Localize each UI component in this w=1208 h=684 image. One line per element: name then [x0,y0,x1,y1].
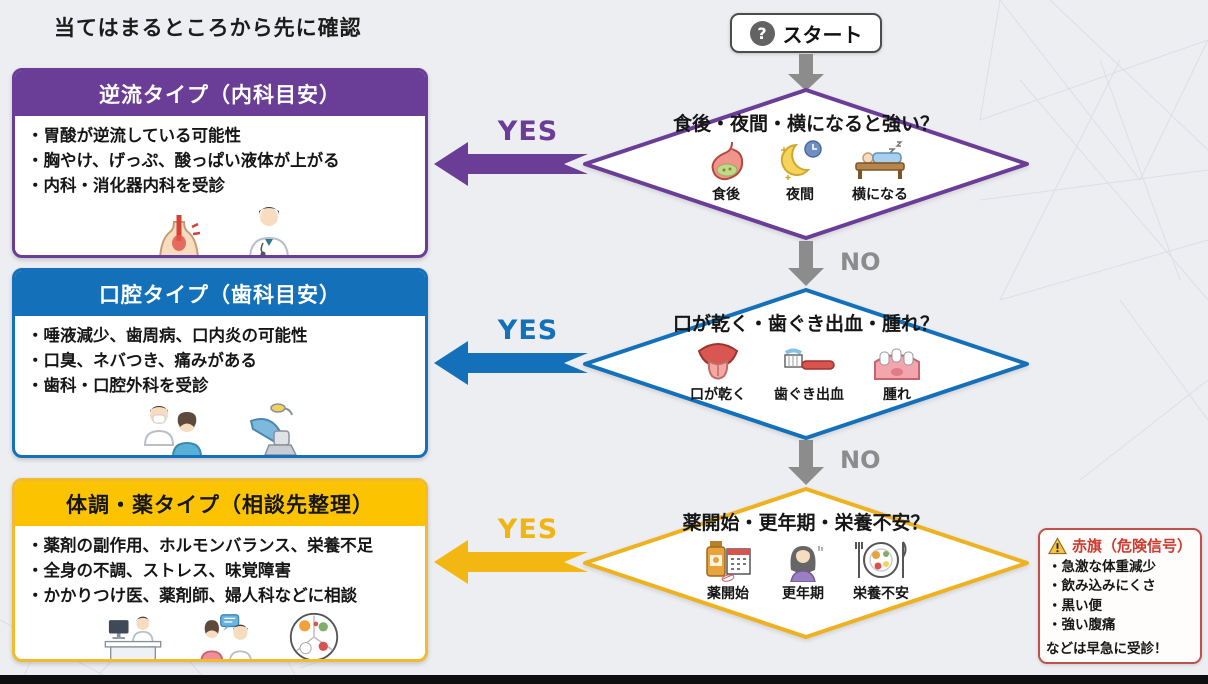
option-lying-down: 横になる [852,139,908,204]
bullet-item: ・内科・消化器内科を受診 [27,175,225,195]
oral-type-box: 口腔タイプ（歯科目安） ・唾液減少、歯周病、口内炎の可能性 ・口臭、ネバつき、痛… [12,268,428,458]
no-arrow-1 [788,241,824,286]
option-gum-bleeding: 歯ぐき出血 [774,345,844,404]
diamond-reflux-shape [583,88,1029,240]
medication-calendar-icon [706,541,751,582]
night-moon-clock-icon [780,140,822,180]
bullet-item: ・唾液減少、歯周病、口内炎の可能性 [27,326,308,345]
bullet-item: ・胸やけ、げっぷ、酸っぱい液体が上がる [27,150,340,170]
nutrition-plate-icon [855,541,907,578]
red-flag-item: ・強い腹痛 [1048,617,1116,634]
diamond-question: 口が乾く・歯ぐき出血・腫れ？ [672,313,939,335]
yes-label: YES [497,116,559,147]
no-label: NO [840,248,881,276]
reflux-type-title: 逆流タイプ（内科目安） [15,71,425,116]
red-flag-item: ・急激な体重減少 [1048,559,1156,575]
no-arrow-2 [788,440,824,485]
start-label: スタート [782,22,863,47]
diamond-oral-content: 口が乾く・歯ぐき出血・腫れ？ 口が乾く 歯ぐき出血 [582,287,1030,441]
bullet-item: ・歯科・口腔外科を受診 [27,375,209,395]
diamond-question: 薬開始・更年期・栄養不安？ [682,512,930,534]
doctor-consult-icon [200,614,252,659]
red-flag-title-row: 赤旗（危険信号） [1040,530,1200,558]
lying-bed-icon [855,141,905,179]
page-title: 当てはまるところから先に確認 [54,16,362,40]
reflux-type-box: 逆流タイプ（内科目安） ・胃酸が逆流している可能性 ・胸やけ、げっぷ、酸っぱい液… [12,68,428,258]
option-night: 夜間 [776,139,824,204]
dentist-patient-icon [143,406,202,455]
red-flag-title: 赤旗（危険信号） [1071,537,1192,555]
condition-drug-type-box: 体調・薬タイプ（相談先整理） ・薬剤の副作用、ホルモンバランス、栄養不足 ・全身… [12,478,428,662]
diamond-condition-content: 薬開始・更年期・栄養不安？ 薬開始 [582,486,1030,640]
diamond-question: 食後・夜間・横になると強い？ [672,113,939,135]
bullet-item: ・口臭、ネバつき、痛みがある [27,350,257,370]
bullet-item: ・胃酸が逆流している可能性 [27,126,242,145]
oral-type-body: ・唾液減少、歯周病、口内炎の可能性 ・口臭、ネバつき、痛みがある ・歯科・口腔外… [15,316,425,455]
swollen-gums-icon [874,348,920,380]
option-menopause: 更年期 [781,538,825,603]
red-flag-box: 赤旗（危険信号） ・急激な体重減少 ・飲み込みにくさ ・黒い便 ・強い腹痛 など… [1038,528,1202,664]
bullet-item: ・かかりつけ医、薬剤師、婦人科などに相談 [27,585,358,605]
toothbrush-icon [784,348,835,370]
question-mark-icon: ? [749,20,775,46]
diamond-reflux-content: 食後・夜間・横になると強い？ 食後 夜間 [582,87,1030,241]
bullet-item: ・薬剤の副作用、ホルモンバランス、栄養不足 [27,536,374,555]
condition-drug-title: 体調・薬タイプ（相談先整理） [15,481,425,526]
bullet-item: ・全身の不調、ストレス、味覚障害 [27,560,291,580]
yes-arrow-condition [434,540,588,584]
option-medication-start: 薬開始 [703,538,753,603]
red-flag-item: ・飲み込みにくさ [1048,578,1156,595]
yes-label: YES [497,315,559,346]
throat-reflux-icon [159,215,201,255]
option-dry-mouth: 口が乾く [690,339,746,404]
stomach-icon [711,141,744,181]
oral-type-title: 口腔タイプ（歯科目安） [15,271,425,316]
start-node: ? スタート [730,13,882,53]
pharmacist-counter-icon [104,616,162,659]
meal-plate-icon [289,613,339,659]
red-flag-item: ・黒い便 [1048,597,1102,614]
start-down-arrow [788,54,824,91]
reflux-type-body: ・胃酸が逆流している可能性 ・胸やけ、げっぷ、酸っぱい液体が上がる ・内科・消化… [15,116,425,255]
yes-arrow-oral [434,341,588,385]
menopause-woman-icon [790,546,823,582]
option-swelling: 腫れ [872,345,922,404]
condition-drug-body: ・薬剤の副作用、ホルモンバランス、栄養不足 ・全身の不調、ストレス、味覚障害 ・… [15,526,425,659]
no-label: NO [840,446,881,474]
option-nutrition-worry: 栄養不安 [853,538,909,603]
doctor-icon [249,207,289,255]
yes-arrow-reflux [434,142,588,186]
yes-label: YES [497,514,559,545]
bottom-bar [0,675,1208,684]
dry-mouth-tongue-icon [697,343,739,380]
dental-chair-icon [249,403,297,455]
option-after-meal: 食後 [704,139,748,204]
red-flag-footer: などは早急に受診！ [1046,640,1168,657]
warning-triangle-icon [1048,536,1067,554]
